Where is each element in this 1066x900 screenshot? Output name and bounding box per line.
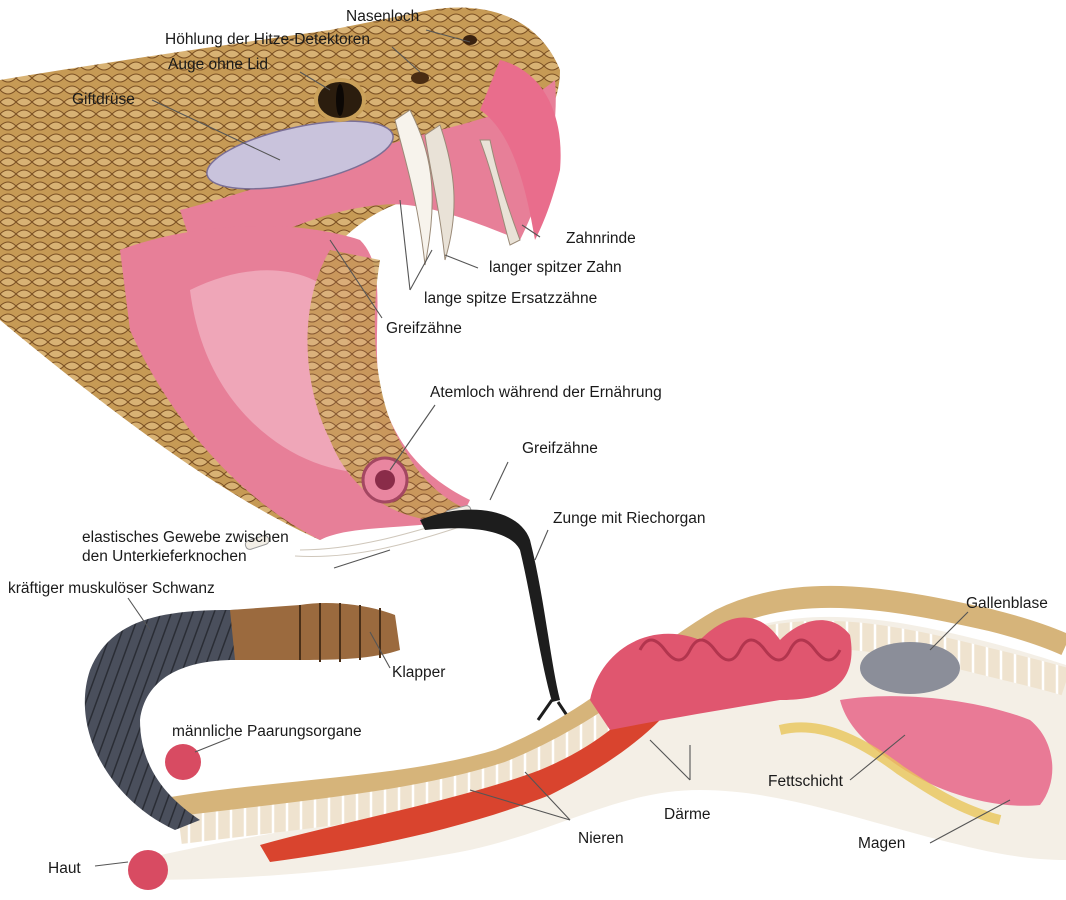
label-breathing-hole: Atemloch während der Ernährung [430,384,662,402]
label-skin: Haut [48,860,81,878]
label-grasping-teeth-upper: Greifzähne [386,320,462,338]
label-rattle: Klapper [392,664,445,682]
label-eye: Auge ohne Lid [168,56,268,74]
label-male-organs: männliche Paarungsorgane [172,723,362,741]
label-gall-bladder: Gallenblase [966,595,1048,613]
gall-bladder [860,642,960,694]
label-elastic-tissue-2: den Unterkieferknochen [82,548,247,566]
label-grasping-teeth-lower: Greifzähne [522,440,598,458]
label-kidneys: Nieren [578,830,624,848]
label-stomach: Magen [858,835,905,853]
hemipenis-upper [165,744,201,780]
label-tooth-sheath: Zahnrinde [566,230,636,248]
label-tail: kräftiger muskulöser Schwanz [8,580,215,598]
label-elastic-tissue-1: elastisches Gewebe zwischen [82,529,289,547]
rattle [230,603,400,660]
hemipenis-lower [128,850,168,890]
label-long-fang: langer spitzer Zahn [489,259,622,277]
label-intestines: Därme [664,806,711,824]
label-replacement-fangs: lange spitze Ersatzzähne [424,290,597,308]
label-tongue: Zunge mit Riechorgan [553,510,706,528]
label-nostril: Nasenloch [346,8,419,26]
label-fat-layer: Fettschicht [768,773,843,791]
label-venom-gland: Giftdrüse [72,91,135,109]
label-heat-pit: Höhlung der Hitze-Detektoren [165,31,370,49]
